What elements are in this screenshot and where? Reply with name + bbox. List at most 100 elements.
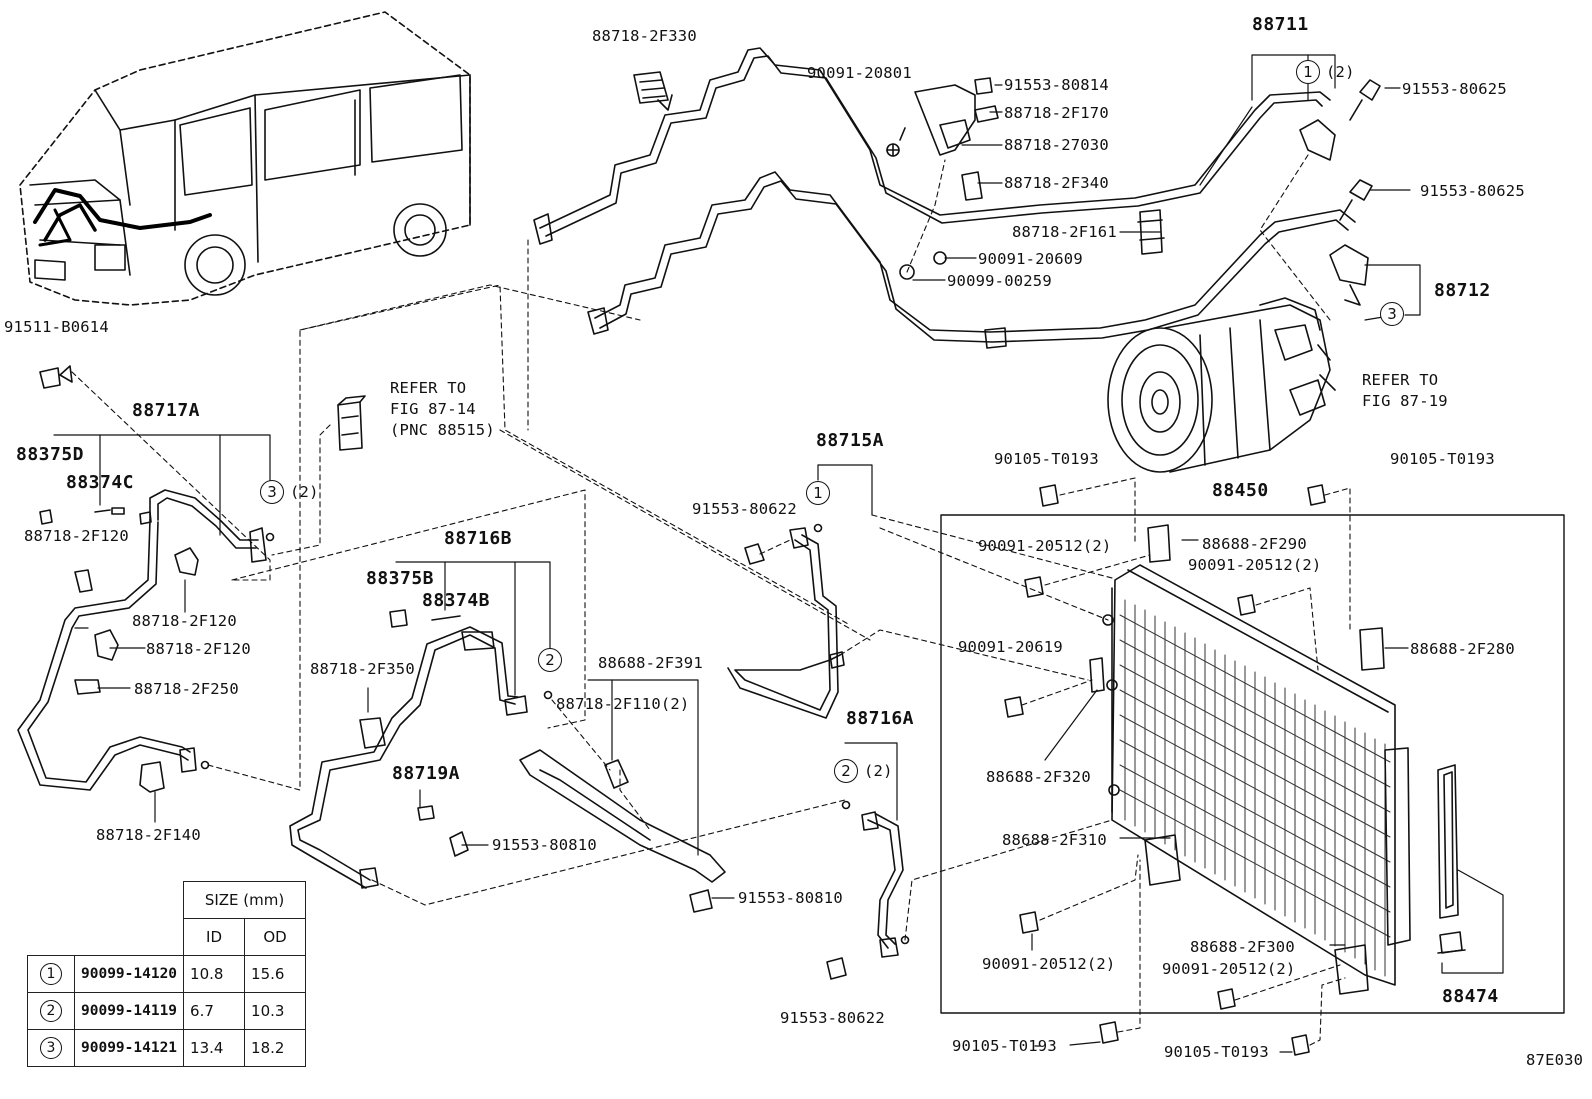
size-header: SIZE (mm) [183, 881, 307, 919]
bolts-91553-80625 [1339, 79, 1381, 221]
refer-87-19-line2: FIG 87-19 [1362, 392, 1448, 410]
row-part: 90099-14120 [73, 955, 185, 993]
circle-mark-2-88716A: 2 [834, 759, 858, 783]
row-od: 10.3 [244, 992, 307, 1030]
label-90091-20801: 90091-20801 [807, 64, 912, 82]
label-88688-2F280: 88688-2F280 [1410, 640, 1515, 658]
label-88688-2F320: 88688-2F320 [986, 768, 1091, 786]
circle-mark-1-88715A: 1 [806, 481, 830, 505]
label-88474: 88474 [1442, 986, 1499, 1007]
col-id: ID [183, 918, 246, 956]
label-90105-T0193-b: 90105-T0193 [1390, 450, 1495, 468]
row-part: 90099-14119 [73, 992, 185, 1030]
label-91553-80622-lower: 91553-80622 [780, 1009, 885, 1027]
van-illustration [19, 11, 471, 306]
label-88718-2F161: 88718-2F161 [1012, 223, 1117, 241]
discharge-hose-88711 [533, 47, 1336, 245]
label-88718-2F140: 88718-2F140 [96, 826, 201, 844]
label-91553-80625-upper: 91553-80625 [1402, 80, 1507, 98]
label-88374B: 88374B [422, 590, 491, 611]
label-88718-27030: 88718-27030 [1004, 136, 1109, 154]
circle-mark-3: 3 [260, 480, 284, 504]
label-88718-2F170: 88718-2F170 [1004, 104, 1109, 122]
label-88718-2F250: 88718-2F250 [134, 680, 239, 698]
label-90091-20619: 90091-20619 [958, 638, 1063, 656]
label-90091-20609: 90091-20609 [978, 250, 1083, 268]
pipe-88715A [727, 523, 845, 719]
label-91553-80810-left: 91553-80810 [492, 836, 597, 854]
hose-88717A [17, 365, 275, 793]
qty-note-3: (2) [290, 483, 319, 501]
label-88718-2F120-low: 88718-2F120 [146, 640, 251, 658]
refer-87-14-line1: REFER TO [390, 379, 467, 397]
label-88375D: 88375D [16, 444, 85, 465]
clamp-88718-2F330 [633, 71, 673, 111]
label-88716B: 88716B [444, 528, 513, 549]
table-row: 1 90099-14120 10.8 15.6 [27, 955, 307, 993]
label-91553-80622-upper: 91553-80622 [692, 500, 797, 518]
row-part: 90099-14121 [73, 1029, 185, 1067]
row-id: 6.7 [183, 992, 246, 1030]
label-88718-2F110: 88718-2F110(2) [556, 695, 690, 713]
label-91553-80814: 91553-80814 [1004, 76, 1109, 94]
label-90091-20512-b: 90091-20512(2) [1188, 556, 1322, 574]
table-row: 3 90099-14121 13.4 18.2 [27, 1029, 307, 1067]
qty-note-2: (2) [864, 762, 893, 780]
row-mark: 1 [40, 963, 62, 985]
label-90091-20512-a: 90091-20512(2) [978, 537, 1112, 555]
col-od: OD [244, 918, 307, 956]
label-91511-B0614: 91511-B0614 [4, 318, 109, 336]
label-90105-T0193-d: 90105-T0193 [1164, 1043, 1269, 1061]
label-91553-80810-right: 91553-80810 [738, 889, 843, 907]
refer-87-14-line2: FIG 87-14 [390, 400, 476, 418]
label-88688-2F391: 88688-2F391 [598, 654, 703, 672]
row-od: 18.2 [244, 1029, 307, 1067]
label-88718-2F120-mid: 88718-2F120 [132, 612, 237, 630]
label-88718-2F350: 88718-2F350 [310, 660, 415, 678]
label-88688-2F300: 88688-2F300 [1190, 938, 1295, 956]
row-mark: 2 [40, 1000, 62, 1022]
row-mark: 3 [40, 1037, 62, 1059]
circle-mark-1: 1 [1296, 60, 1320, 84]
row-id: 10.8 [183, 955, 246, 993]
label-91553-80625-lower: 91553-80625 [1420, 182, 1525, 200]
label-90099-00259: 90099-00259 [947, 272, 1052, 290]
condenser-brackets [1089, 524, 1385, 995]
condenser-88450 [1102, 564, 1411, 986]
label-90091-20512-d: 90091-20512(2) [1162, 960, 1296, 978]
circle-mark-2-88716B: 2 [538, 648, 562, 672]
label-88375B: 88375B [366, 568, 435, 589]
condenser-box [940, 514, 1565, 1014]
receiver-88474 [1437, 764, 1466, 954]
hose-size-table: SIZE (mm) ID OD 1 90099-14120 10.8 15.6 … [27, 881, 307, 1067]
label-88718-2F340: 88718-2F340 [1004, 174, 1109, 192]
circle-mark-3-compressor: 3 [1380, 302, 1404, 326]
compressor [1107, 297, 1336, 473]
label-88716A: 88716A [846, 708, 915, 729]
refer-87-19-line1: REFER TO [1362, 371, 1439, 389]
pipe-88716B [289, 609, 553, 889]
label-88715A: 88715A [816, 430, 885, 451]
label-88717A: 88717A [132, 400, 201, 421]
figure-code: 87E030 [1526, 1051, 1584, 1069]
expansion-valve [337, 395, 366, 451]
bracket-group-90091-20801 [886, 77, 1165, 280]
label-88718-2F330: 88718-2F330 [592, 27, 697, 45]
label-88719A: 88719A [392, 763, 461, 784]
label-88450: 88450 [1212, 480, 1269, 501]
table-subheader-row: ID OD [28, 918, 307, 956]
label-88711: 88711 [1252, 14, 1309, 35]
label-88712: 88712 [1434, 280, 1491, 301]
qty-note-1: (2) [1326, 63, 1355, 81]
label-90105-T0193-a: 90105-T0193 [994, 450, 1099, 468]
row-od: 15.6 [244, 955, 307, 993]
table-header-row: SIZE (mm) [28, 881, 307, 919]
label-90091-20512-c: 90091-20512(2) [982, 955, 1116, 973]
label-90105-T0193-c: 90105-T0193 [952, 1037, 1057, 1055]
suction-hose-88712 [587, 171, 1369, 349]
label-88688-2F310: 88688-2F310 [1002, 831, 1107, 849]
bracket-88688-2F391 [449, 749, 726, 913]
row-id: 13.4 [183, 1029, 246, 1067]
